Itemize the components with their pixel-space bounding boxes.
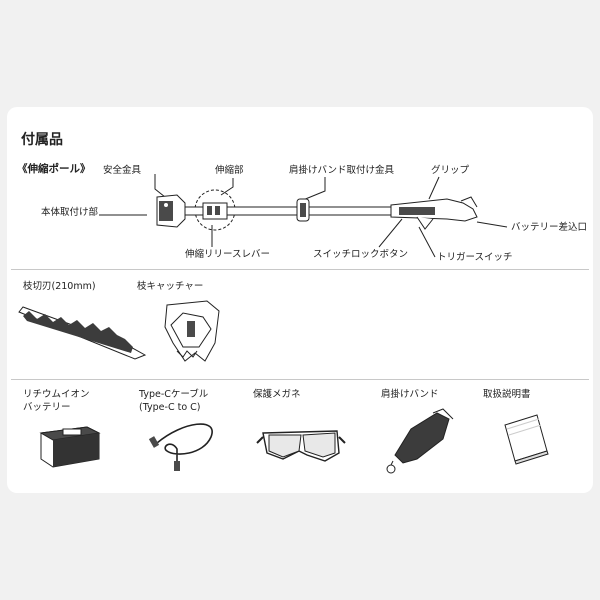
label-trigger: トリガースイッチ (437, 252, 513, 263)
section-title: 付属品 (21, 132, 63, 148)
branch-catcher-icon (164, 300, 220, 362)
battery-label-line2: バッテリー (23, 402, 71, 413)
label-body-mount: 本体取付け部 (41, 207, 99, 218)
divider-2 (11, 379, 589, 380)
accessories-card: 付属品 《伸縮ポール》 安全金具 本体取付け部 伸縮部 伸縮リリースレバー 肩掛… (7, 107, 593, 493)
battery-icon (39, 426, 101, 468)
telescopic-pole-diagram (99, 174, 508, 258)
battery-label-line1: リチウムイオン (23, 389, 90, 400)
label-grip: グリップ (431, 165, 470, 176)
cable-label-line2: (Type-C to C) (139, 402, 201, 413)
saw-blade-icon (18, 306, 147, 360)
usb-c-cable-icon (148, 423, 213, 471)
manual-icon (504, 414, 549, 465)
label-release-lever: 伸縮リリースレバー (185, 249, 271, 260)
pole-heading: 《伸縮ポール》 (17, 163, 91, 175)
shoulder-strap-icon (386, 408, 454, 474)
goggles-icon (256, 430, 346, 462)
label-switch-lock: スイッチロックボタン (313, 249, 409, 260)
strap-label: 肩掛けバンド (381, 389, 439, 400)
divider-1 (11, 269, 589, 270)
saw-blade-label: 枝切刃(210mm) (23, 281, 96, 292)
label-safety-fitting: 安全金具 (103, 165, 142, 176)
cable-label-line1: Type-Cケーブル (139, 389, 209, 400)
label-strap-fitting: 肩掛けバンド取付け金具 (289, 165, 394, 176)
branch-catcher-label: 枝キャッチャー (137, 281, 204, 292)
manual-label: 取扱説明書 (483, 389, 531, 400)
label-battery-slot: バッテリー差込口 (511, 222, 588, 233)
goggles-label: 保護メガネ (253, 389, 301, 400)
label-telescopic: 伸縮部 (215, 165, 244, 176)
